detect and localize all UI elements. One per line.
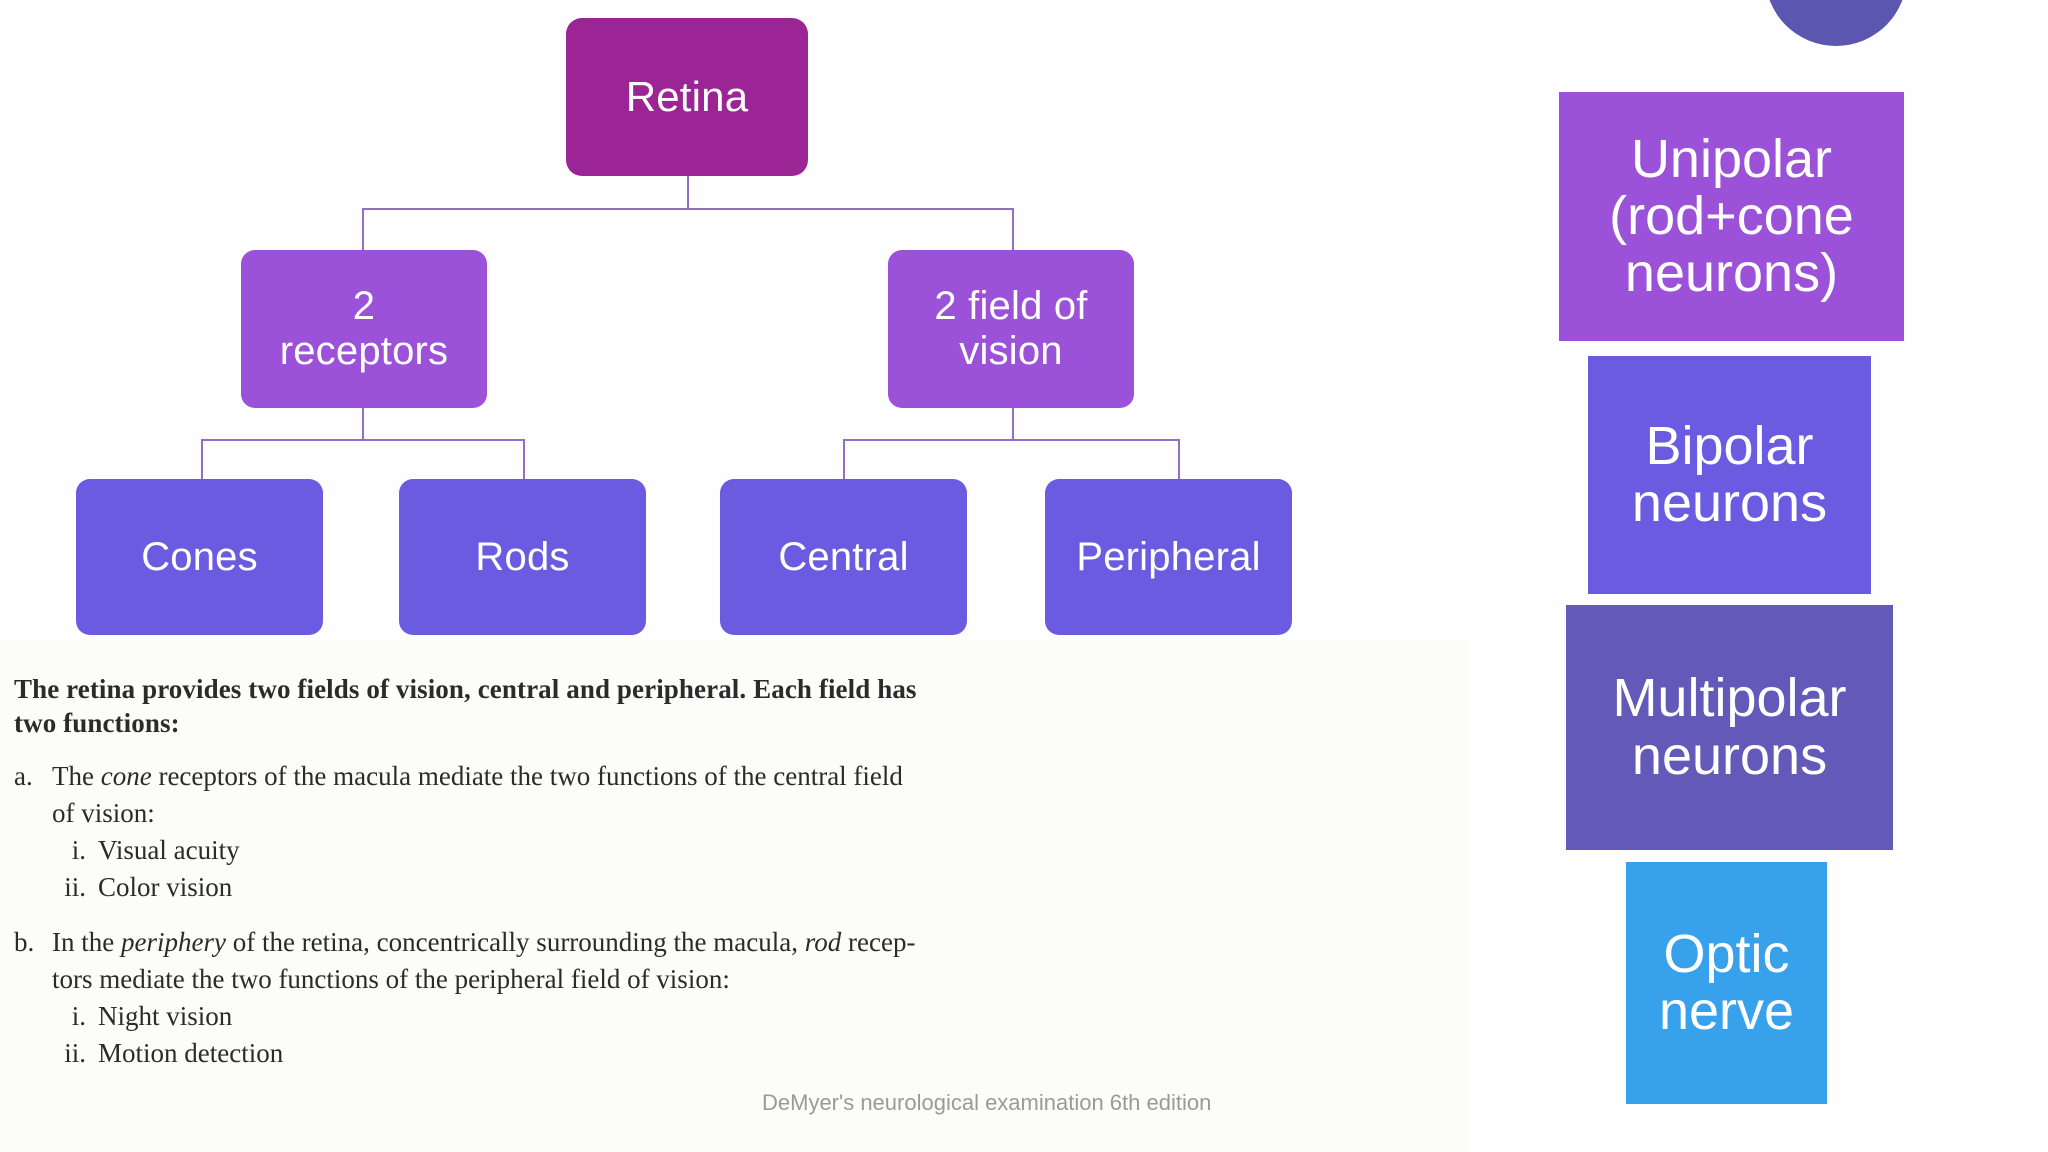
excerpt-item-a-sub-1-marker: i.: [71, 835, 86, 865]
excerpt-item-b-sub-1-text: Night vision: [98, 1001, 233, 1031]
excerpt-item-b-sub-2-text: Motion detection: [98, 1038, 284, 1068]
excerpt-item-b-line2: tors mediate the two functions of the pe…: [52, 964, 730, 994]
connector-to-peripheral: [1178, 439, 1180, 479]
excerpt-item-b-body: In the periphery of the retina, concentr…: [52, 924, 1174, 998]
connector-retina-down: [687, 175, 689, 209]
paper-background-tint: [0, 640, 1470, 1152]
excerpt-item-a-emphasis: cone: [100, 761, 152, 791]
excerpt-item-b-sub-2-marker: ii.: [64, 1038, 86, 1068]
excerpt-item-b-post: recep-: [841, 927, 916, 957]
connector-to-fields: [1012, 208, 1014, 250]
excerpt-item-b-sub-2: ii. Motion detection: [14, 1035, 1174, 1072]
excerpt-item-a-marker: a.: [14, 761, 33, 791]
excerpt-item-a-pre: The: [52, 761, 101, 791]
source-citation: DeMyer's neurological examination 6th ed…: [762, 1090, 1212, 1115]
excerpt-item-b: b. In the periphery of the retina, conce…: [14, 924, 1174, 998]
connector-fields-bar: [843, 439, 1179, 441]
excerpt-heading-line-2: two functions:: [14, 708, 180, 738]
connector-receptors-bar: [201, 439, 524, 441]
excerpt-heading-line-1: The retina provides two fields of vision…: [14, 674, 917, 704]
excerpt-item-a-sub-1-text: Visual acuity: [98, 835, 240, 865]
excerpt-item-a-body: The cone receptors of the macula mediate…: [52, 758, 1174, 832]
flow-node-retina[interactable]: Retina: [566, 18, 808, 176]
excerpt-item-a-sub-2-text: Color vision: [98, 872, 233, 902]
excerpt-item-b-pre: In the: [52, 927, 121, 957]
excerpt-item-a-post: receptors of the macula mediate the two …: [151, 761, 903, 791]
excerpt-item-a-sub-2: ii. Color vision: [14, 869, 1174, 906]
flow-node-cones-label: Cones: [141, 534, 258, 579]
excerpt-item-a-sub-1: i. Visual acuity: [14, 832, 1174, 869]
connector-to-cones: [201, 439, 203, 479]
excerpt-item-a-sub-2-marker: ii.: [64, 872, 86, 902]
connector-receptors-down: [362, 408, 364, 440]
connector-to-receptors: [362, 208, 364, 250]
flow-node-peripheral[interactable]: Peripheral: [1045, 479, 1292, 635]
connector-level1-bar: [362, 208, 1014, 210]
excerpt-item-b-emphasis-2: rod: [804, 927, 842, 957]
flow-node-central-label: Central: [778, 534, 909, 579]
connector-fields-down: [1012, 408, 1014, 440]
book-excerpt: The retina provides two fields of vision…: [14, 672, 1174, 1072]
connector-to-rods: [523, 439, 525, 479]
excerpt-item-b-sub-1: i. Night vision: [14, 998, 1174, 1035]
connector-to-central: [843, 439, 845, 479]
excerpt-item-b-marker: b.: [14, 927, 35, 957]
decorative-circle: [1765, 0, 1907, 46]
excerpt-item-a: a. The cone receptors of the macula medi…: [14, 758, 1174, 832]
flow-node-central[interactable]: Central: [720, 479, 967, 635]
excerpt-item-a-line2: of vision:: [52, 798, 155, 828]
excerpt-heading: The retina provides two fields of vision…: [14, 672, 1174, 740]
flow-node-cones[interactable]: Cones: [76, 479, 323, 635]
excerpt-item-b-sub-1-marker: i.: [71, 1001, 86, 1031]
flow-node-rods[interactable]: Rods: [399, 479, 646, 635]
flow-node-rods-label: Rods: [475, 534, 570, 579]
flow-node-retina-label: Retina: [625, 73, 749, 121]
excerpt-item-b-mid: of the retina, concentrically surroundin…: [225, 927, 805, 957]
excerpt-item-b-emphasis: periphery: [120, 927, 226, 957]
flow-node-peripheral-label: Peripheral: [1076, 534, 1261, 579]
